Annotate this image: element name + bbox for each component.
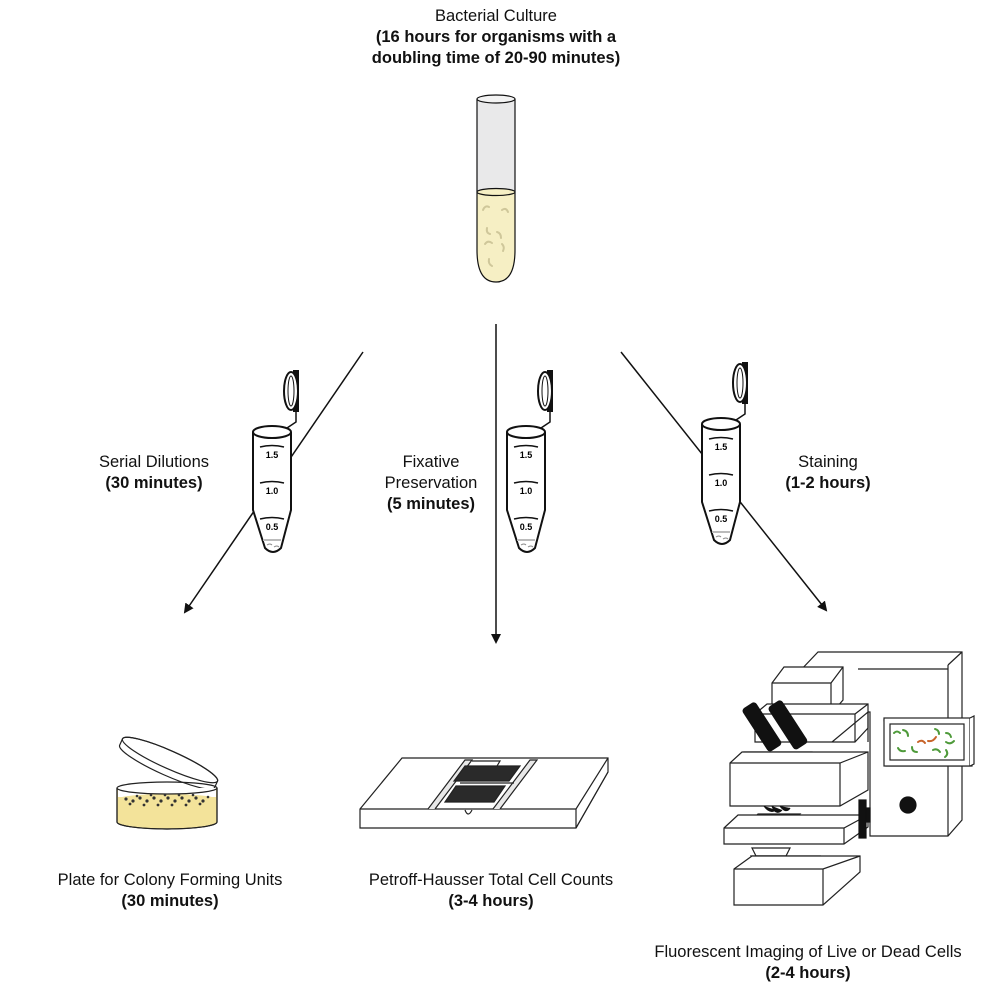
branch-duration-label: (30 minutes) xyxy=(105,474,203,492)
branch-step-label: Serial Dilutions xyxy=(98,453,210,471)
branch-staining: Staining (1-2 hours) xyxy=(768,452,888,494)
culture-tube-icon xyxy=(476,94,516,283)
outcome-duration: (3-4 hours) xyxy=(448,892,534,910)
tube-serial-dilutions-icon: 1.5 1.0 0.5 xyxy=(252,369,300,553)
branch-duration-label: (1-2 hours) xyxy=(785,474,871,492)
branch-step-label: Fixative xyxy=(402,453,460,471)
counting-chamber-icon xyxy=(359,757,609,829)
branch-serial-dilutions: Serial Dilutions (30 minutes) xyxy=(70,452,238,494)
cell-image-icon xyxy=(893,728,955,758)
graduation-label: 1.0 xyxy=(520,486,533,496)
tube-staining-icon: 1.5 1.0 0.5 xyxy=(701,361,749,545)
outcome-duration: (2-4 hours) xyxy=(765,964,851,982)
branch-duration-label: (5 minutes) xyxy=(386,495,475,513)
outcome-label: Plate for Colony Forming Units xyxy=(57,871,283,889)
microscope-icon xyxy=(723,651,975,906)
bacteria-icon xyxy=(482,205,509,267)
outcome-label: Petroff-Hausser Total Cell Counts xyxy=(368,871,614,889)
outcome-duration: (30 minutes) xyxy=(121,892,219,910)
branch-step-label: Preservation xyxy=(384,474,478,492)
branch-fixative-preservation: Fixative Preservation (5 minutes) xyxy=(366,452,496,515)
graduation-label: 1.0 xyxy=(715,478,728,488)
graduation-label: 0.5 xyxy=(715,514,728,524)
graduation-label: 0.5 xyxy=(266,522,279,532)
petri-dish-icon xyxy=(116,736,219,830)
graduation-label: 1.0 xyxy=(266,486,279,496)
title-block: Bacterial Culture (16 hours for organism… xyxy=(346,6,646,69)
graduation-label: 1.5 xyxy=(715,442,728,452)
graduation-label: 0.5 xyxy=(520,522,533,532)
outcome-fluorescent-imaging: Fluorescent Imaging of Live or Dead Cell… xyxy=(620,942,996,984)
colonies-icon xyxy=(124,793,210,807)
culture-title: Bacterial Culture xyxy=(435,7,557,25)
outcome-label: Fluorescent Imaging of Live or Dead Cell… xyxy=(654,943,962,961)
graduation-label: 1.5 xyxy=(266,450,279,460)
outcome-petroff-hausser: Petroff-Hausser Total Cell Counts (3-4 h… xyxy=(336,870,646,912)
graduation-label: 1.5 xyxy=(520,450,533,460)
culture-duration-line1: (16 hours for organisms with a xyxy=(375,28,617,46)
culture-duration-line2: doubling time of 20-90 minutes) xyxy=(371,49,621,67)
outcome-plate-cfu: Plate for Colony Forming Units (30 minut… xyxy=(20,870,320,912)
tube-fixative-icon: 1.5 1.0 0.5 xyxy=(506,369,554,553)
branch-step-label: Staining xyxy=(798,453,858,471)
